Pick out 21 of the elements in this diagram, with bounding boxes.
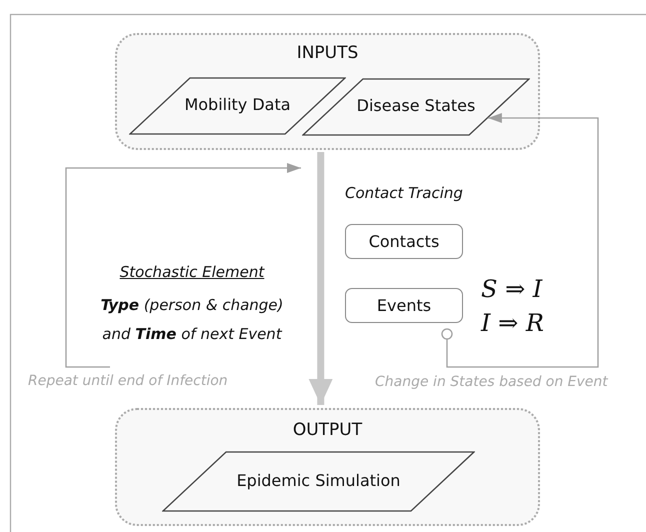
node-label: Mobility Data (183, 95, 292, 115)
loop-label: Change in States based on Event (375, 374, 608, 391)
group-title: INPUTS (296, 43, 360, 64)
section-label: Contact Tracing (345, 184, 463, 202)
loop-label: Repeat until end of Infection (28, 368, 268, 394)
heading-text: Stochastic Element (118, 263, 266, 281)
group-panel (115, 408, 540, 526)
math-formula: I ⇒ R (481, 309, 544, 338)
data-parallelogram (302, 78, 530, 136)
group-title: OUTPUT (292, 420, 364, 440)
math-formula: S ⇒ I (481, 275, 542, 304)
process-box (345, 224, 463, 259)
node-label: Contacts (368, 232, 440, 252)
description-text: Type (person & change) and Time of next Event (100, 295, 284, 344)
data-parallelogram (162, 451, 475, 512)
process-box (345, 288, 463, 323)
group-panel (115, 33, 540, 150)
node-label: Disease States (356, 96, 476, 116)
node-label: Epidemic Simulation (236, 470, 402, 490)
node-label: Events (376, 296, 432, 316)
data-parallelogram (129, 77, 346, 135)
